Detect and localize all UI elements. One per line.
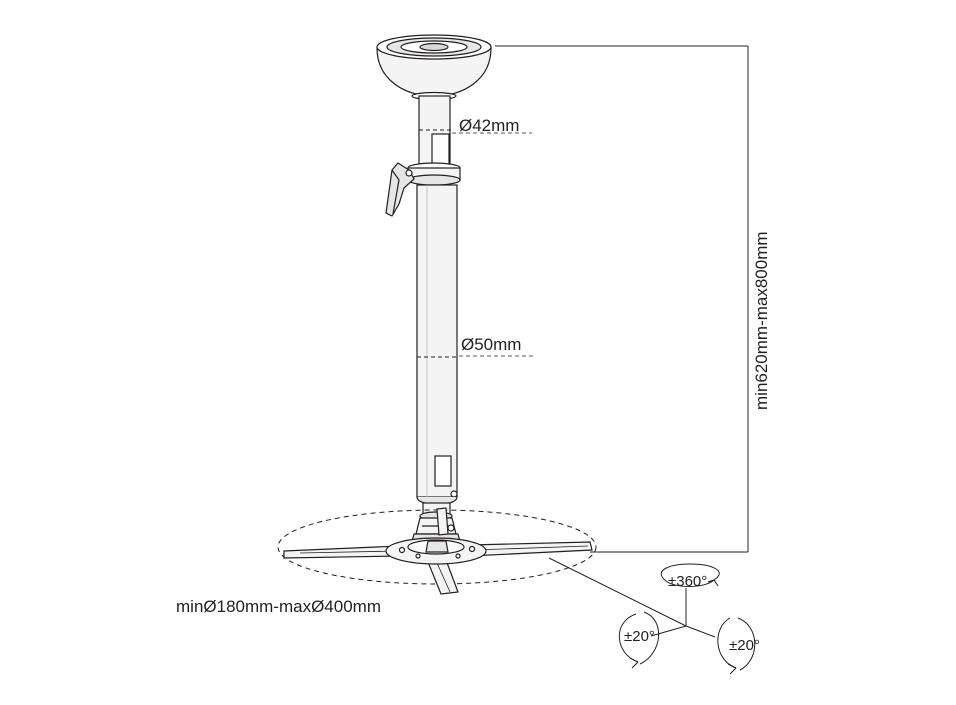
tilt-left-arrow-icon <box>618 611 659 669</box>
rotation-label: ±360° <box>668 573 707 590</box>
bracket-span-label: minØ180mm-maxØ400mm <box>176 597 381 616</box>
tilt-right-label: ±20° <box>729 637 760 654</box>
tilt-right-arrow-icon <box>717 617 756 675</box>
locking-collar <box>407 162 461 186</box>
rotation-arrow-icon <box>660 563 720 587</box>
upper-tube-diameter-label: Ø42mm <box>459 116 519 135</box>
locking-lever[interactable] <box>385 162 415 217</box>
lower-tube <box>416 184 459 506</box>
upper-tube <box>418 95 452 169</box>
ceiling-plate <box>376 34 492 101</box>
lower-tube-diameter-label: Ø50mm <box>461 335 521 354</box>
height-range-label: min620mm-max800mm <box>752 231 771 410</box>
adjustment-axes <box>548 557 716 638</box>
tilt-left-label: ±20° <box>624 628 655 645</box>
height-dimension <box>495 45 749 553</box>
spider-bracket <box>283 507 593 595</box>
